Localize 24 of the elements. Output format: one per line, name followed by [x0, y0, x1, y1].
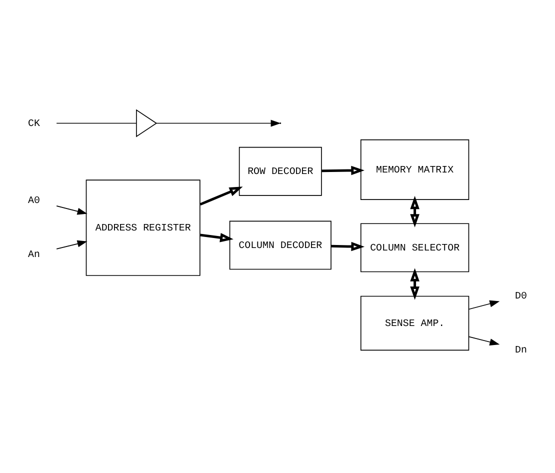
arrow	[410, 196, 420, 228]
arrow	[468, 300, 500, 310]
arrow	[200, 186, 243, 206]
node-box: ADDRESS REGISTER	[86, 180, 200, 276]
arrow	[56, 240, 88, 250]
node-triangle	[136, 109, 158, 138]
node-text: Dn	[515, 344, 527, 356]
node-box: SENSE AMP.	[360, 296, 470, 351]
node-box: COLUMN SELECTOR	[360, 223, 470, 272]
arrow	[468, 336, 500, 346]
connector	[56, 122, 137, 124]
node-box: ROW DECODER	[238, 146, 322, 196]
arrow	[200, 232, 234, 242]
node-text: A0	[28, 194, 40, 206]
arrow	[322, 166, 364, 176]
node-text: D0	[515, 290, 527, 302]
arrow	[410, 268, 420, 300]
node-text: CK	[28, 118, 40, 129]
arrow	[331, 242, 365, 252]
arrow	[156, 120, 281, 127]
arrow	[56, 206, 88, 215]
node-box: MEMORY MATRIX	[360, 139, 470, 200]
node-text: An	[28, 248, 40, 260]
node-box: COLUMN DECODER	[229, 220, 332, 270]
